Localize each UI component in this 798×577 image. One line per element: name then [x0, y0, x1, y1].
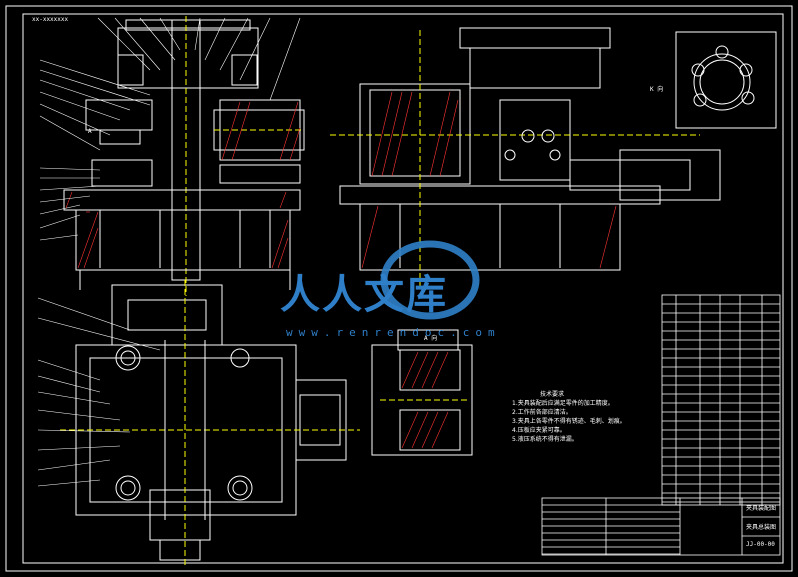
watermark-logo: [380, 240, 480, 320]
side-view: [330, 27, 721, 290]
technical-notes: 技术要求 1.夹具装配后应满足零件的加工精度。 2.工作前各部应清洁。 3.夹具…: [512, 390, 626, 444]
hatch-main: [65, 101, 301, 269]
note-item: 4.压板应夹紧可靠。: [512, 427, 566, 434]
top-left-tag: xx-xxxxxxx: [32, 16, 69, 23]
note-item: 1.夹具装配后应满足零件的加工精度。: [512, 400, 614, 407]
notes-title: 技术要求: [540, 391, 565, 398]
k-view: [675, 31, 777, 129]
leader-lines-left: [39, 59, 151, 241]
watermark-swoosh: [380, 240, 480, 320]
watermark-url: www.renrendoc.com: [286, 326, 501, 339]
view-a-label: A 向: [424, 335, 438, 342]
section-a-mark: A: [88, 128, 92, 135]
leader-lines-plan: [37, 297, 161, 487]
detail-view: [371, 329, 473, 456]
note-item: 2.工作前各部应清洁。: [512, 409, 572, 416]
main-section-view: [63, 16, 305, 296]
leader-lines-top: [97, 17, 301, 101]
title-block-sub: 夹具总装图: [746, 524, 777, 531]
title-block-code: JJ-00-00: [746, 541, 775, 548]
title-block-name: 夹具装配图: [746, 505, 777, 512]
note-item: 5.液压系统不得有泄漏。: [512, 436, 578, 443]
inner-border: [22, 13, 784, 564]
view-k-label: K 向: [650, 86, 664, 93]
title-block: [541, 497, 781, 556]
outer-border: [5, 5, 793, 572]
hatch-detail: [401, 351, 449, 449]
hatch-side: [361, 91, 617, 269]
note-item: 3.夹具上各零件不得有锈迹、毛刺、划痕。: [512, 418, 626, 425]
parts-list: [661, 294, 781, 506]
watermark-text: 人人文库: [280, 272, 448, 318]
plan-view: [60, 280, 360, 565]
